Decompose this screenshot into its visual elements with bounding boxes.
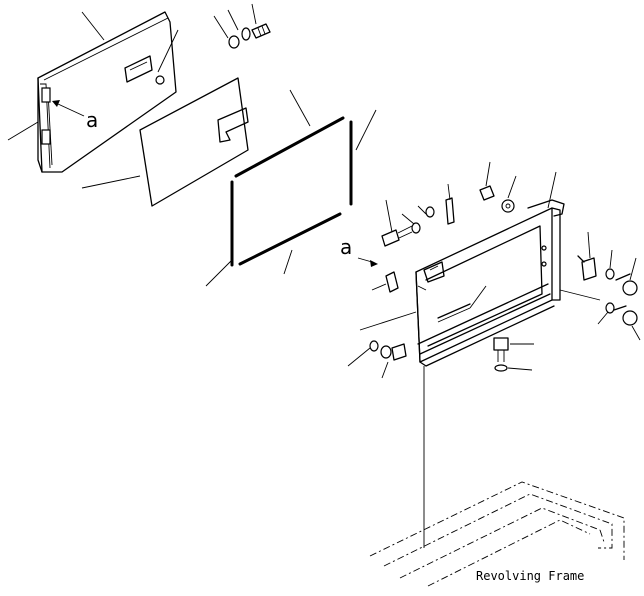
insulation-pad bbox=[139, 77, 249, 207]
mounting-frame bbox=[415, 199, 565, 367]
washer bbox=[605, 302, 615, 314]
nut bbox=[622, 280, 638, 296]
frame-bracket bbox=[423, 261, 445, 283]
top-bolt-set bbox=[228, 23, 271, 49]
frame-slot bbox=[437, 303, 471, 319]
leader-lines bbox=[7, 3, 641, 379]
bolt bbox=[251, 23, 271, 39]
washer bbox=[425, 206, 435, 218]
latch-pin bbox=[155, 75, 165, 85]
hinge-top bbox=[41, 87, 51, 103]
reference-callout-a-lower: a bbox=[340, 235, 378, 267]
frame-bolt-lower-left bbox=[369, 340, 407, 361]
cover-latch bbox=[124, 55, 153, 83]
washer bbox=[411, 222, 421, 234]
washer bbox=[369, 340, 379, 352]
assembly-guide-lines bbox=[359, 289, 601, 548]
striker-plate bbox=[371, 271, 399, 293]
cover-panel bbox=[37, 11, 177, 173]
nut bbox=[622, 310, 638, 326]
bolt-head bbox=[493, 337, 509, 351]
reference-mark-a-lower: a bbox=[340, 235, 352, 259]
reference-callout-a-upper: a bbox=[52, 100, 98, 132]
side-clip bbox=[581, 257, 597, 281]
washer bbox=[228, 35, 240, 49]
frame-hole bbox=[541, 261, 547, 267]
revolving-frame-label: Revolving Frame bbox=[476, 569, 584, 583]
frame-bolt-bottom bbox=[493, 337, 509, 372]
lock-washer bbox=[380, 345, 392, 359]
frame-hole bbox=[541, 245, 547, 251]
bolt bbox=[391, 343, 407, 361]
hinge-bottom bbox=[41, 129, 51, 145]
reference-mark-a-upper: a bbox=[86, 108, 98, 132]
frame-bolt-lower-right bbox=[605, 302, 638, 326]
frame-bolt-right bbox=[577, 255, 638, 296]
frame-bolt-top bbox=[479, 185, 515, 213]
washer bbox=[494, 364, 508, 372]
revolving-frame-outline: Revolving Frame bbox=[369, 481, 625, 587]
spacer bbox=[445, 197, 455, 225]
seal-set bbox=[230, 116, 353, 267]
lock-washer bbox=[241, 27, 251, 41]
nut bbox=[501, 199, 515, 213]
frame-bolt-left bbox=[381, 197, 455, 247]
washer bbox=[605, 268, 615, 280]
